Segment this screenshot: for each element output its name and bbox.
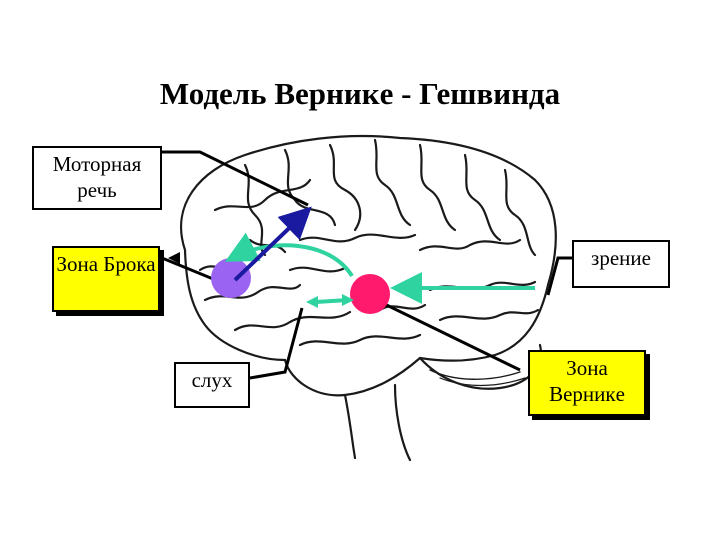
brain-illustration <box>180 134 557 462</box>
vision-pointer <box>546 256 572 296</box>
broca-pointer-tip <box>168 252 180 264</box>
diagram-title: Модель Верникe - Гешвинда <box>159 76 561 111</box>
broca-node <box>211 258 251 298</box>
hearing-arrowhead-left <box>306 296 318 308</box>
brainstem-outline <box>343 383 412 462</box>
pointer-lines <box>161 150 572 380</box>
vision-label: зрение <box>572 240 670 288</box>
hearing-label: слух <box>174 362 250 408</box>
motor-speech-pointer <box>162 150 309 207</box>
wernicke-pointer <box>369 295 521 372</box>
motor-output-arrow <box>233 206 312 282</box>
hearing-pointer <box>249 307 304 380</box>
arcuate-fasciculus-arrow <box>224 232 354 278</box>
cerebrum-outline <box>180 134 557 397</box>
motor-speech-label: Моторная речь <box>32 146 162 210</box>
hearing-arrowhead-right <box>342 294 354 306</box>
broca-area-label: Зона Брока <box>52 246 160 312</box>
wernicke-area-label: Зона Верникe <box>528 350 646 416</box>
wernicke-node <box>350 274 390 314</box>
